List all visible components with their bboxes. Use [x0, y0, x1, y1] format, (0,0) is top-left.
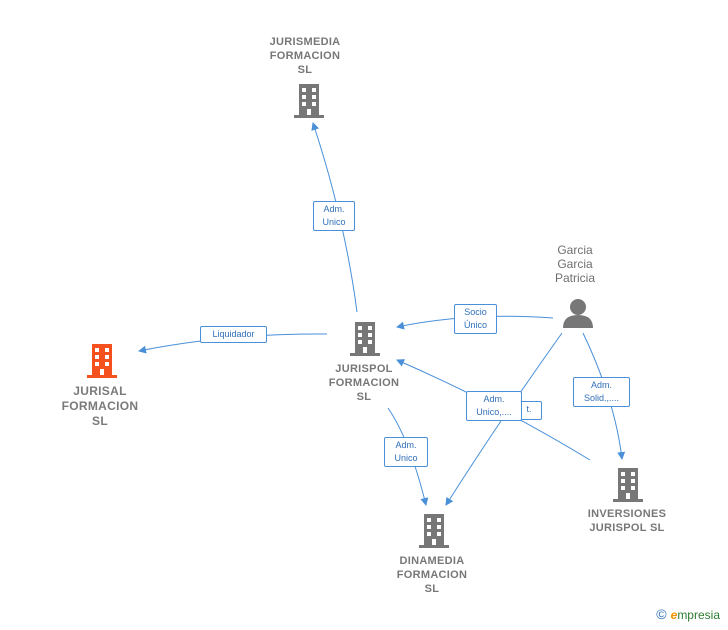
node-label-jurispol[interactable]: JURISPOL FORMACION SL: [328, 363, 400, 403]
building-icon[interactable]: [294, 84, 324, 118]
brand-name: mpresia: [677, 608, 720, 622]
edge-label-adm-unico-3: Adm. Unico: [384, 437, 428, 467]
building-icon[interactable]: [419, 514, 449, 548]
person-icon[interactable]: [563, 299, 593, 328]
building-icon[interactable]: [613, 468, 643, 502]
edge-label-adm-unico: Adm. Unico: [313, 201, 355, 231]
copyright-icon: ©: [656, 606, 667, 622]
node-label-jurisal[interactable]: JURISAL FORMACION SL: [61, 384, 139, 428]
copyright-footer: ©empresia: [656, 606, 720, 622]
node-label-dinamedia[interactable]: DINAMEDIA FORMACION SL: [396, 555, 468, 595]
node-label-inversiones[interactable]: INVERSIONES JURISPOL SL: [587, 508, 667, 534]
building-icon[interactable]: [350, 322, 380, 356]
edge-label-liquidador: Liquidador: [200, 326, 267, 343]
node-label-jurismedia[interactable]: JURISMEDIA FORMACION SL: [269, 36, 341, 76]
edge-label-adm-solid: Adm. Solid.,....: [573, 377, 630, 407]
building-icon[interactable]: [87, 344, 117, 378]
brand-initial: e: [670, 608, 678, 622]
edge-label-adm-unico-2: Adm. Unico,....: [466, 391, 522, 421]
edge-label-socio-unico: Socio Único: [454, 304, 497, 334]
node-label-person[interactable]: Garcia Garcia Patricia: [554, 243, 595, 285]
